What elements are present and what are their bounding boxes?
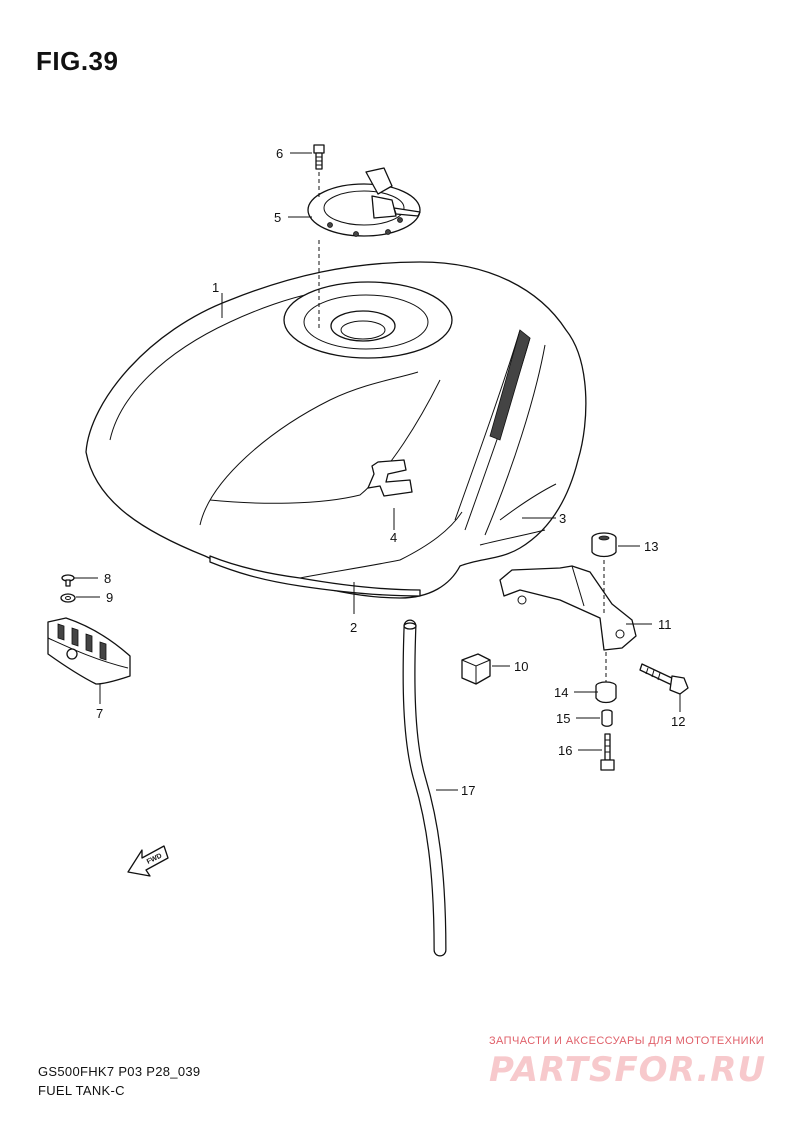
- callout-2[interactable]: 2: [350, 620, 357, 635]
- bolt[interactable]: [639, 663, 689, 695]
- cushion-lower[interactable]: [595, 681, 617, 704]
- washer[interactable]: [60, 593, 76, 603]
- model-code: GS500FHK7 P03 P28_039: [38, 1064, 201, 1079]
- watermark-tagline: ЗАПЧАСТИ И АКСЕССУАРЫ ДЛЯ МОТОТЕХНИКИ: [489, 1035, 765, 1047]
- callout-14[interactable]: 14: [554, 685, 568, 700]
- callout-labels: 1 2 3 4 5 6 7 8 9 10 11 12 13 14 15 16 1…: [96, 146, 685, 798]
- bolt-lower[interactable]: [600, 733, 615, 771]
- tank-emblem[interactable]: [367, 459, 413, 497]
- callout-16[interactable]: 16: [558, 743, 572, 758]
- figure-title: FIG.39: [36, 46, 119, 76]
- callout-1[interactable]: 1: [212, 280, 219, 295]
- bolt-cap[interactable]: [313, 144, 325, 170]
- callout-3[interactable]: 3: [559, 511, 566, 526]
- callout-10[interactable]: 10: [514, 659, 528, 674]
- callout-13[interactable]: 13: [644, 539, 658, 554]
- callout-4[interactable]: 4: [390, 530, 397, 545]
- callout-17[interactable]: 17: [461, 783, 475, 798]
- callout-15[interactable]: 15: [556, 711, 570, 726]
- bracket[interactable]: [499, 565, 637, 651]
- diagram-subtitle: FUEL TANK-C: [38, 1083, 125, 1098]
- callout-8[interactable]: 8: [104, 571, 111, 586]
- callout-7[interactable]: 7: [96, 706, 103, 721]
- callout-12[interactable]: 12: [671, 714, 685, 729]
- forward-direction-arrow: FWD: [127, 845, 169, 877]
- fuel-tank[interactable]: [85, 261, 587, 599]
- fuel-cap[interactable]: [307, 167, 421, 237]
- spacer[interactable]: [601, 709, 613, 727]
- leader-lines: [74, 152, 681, 791]
- screw[interactable]: [61, 574, 75, 587]
- callout-6[interactable]: 6: [276, 146, 283, 161]
- callout-11[interactable]: 11: [658, 617, 672, 632]
- side-cover[interactable]: [47, 617, 131, 685]
- callout-5[interactable]: 5: [274, 210, 281, 225]
- cushion-top[interactable]: [591, 532, 617, 558]
- callout-9[interactable]: 9: [106, 590, 113, 605]
- watermark-logo: PARTSFOR.RU: [489, 1050, 767, 1090]
- cushion[interactable]: [461, 653, 491, 685]
- breather-hose[interactable]: [402, 619, 447, 957]
